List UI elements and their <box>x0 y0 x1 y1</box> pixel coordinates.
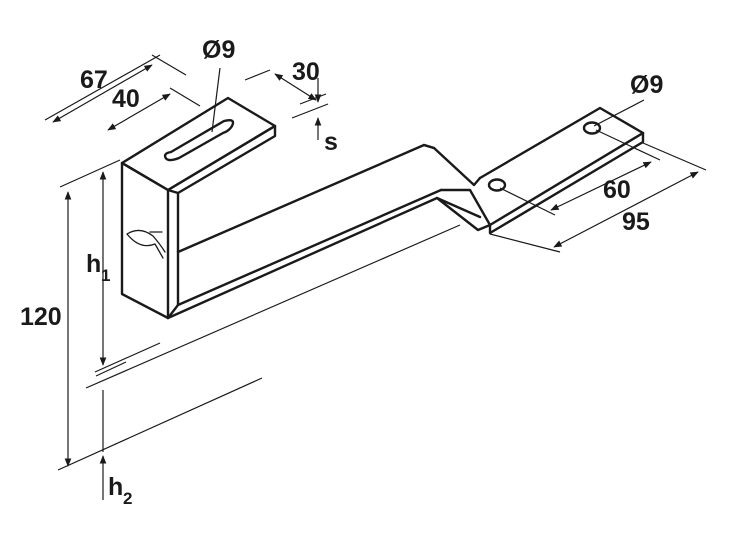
dim-h1-label: h 1 <box>86 250 110 285</box>
vertical-block-side <box>120 161 170 320</box>
roof-hook-part <box>120 96 645 320</box>
h2-base-text: h <box>108 473 123 501</box>
dim-h2-label: h 2 <box>108 473 132 508</box>
h1-sub-text: 1 <box>101 266 110 285</box>
dim-120-label: 120 <box>20 303 62 331</box>
dim-30-label: 30 <box>292 58 320 86</box>
dim-slot-diameter-label: Ø9 <box>202 36 235 64</box>
dim-95-label: 95 <box>622 208 650 236</box>
h2-sub-text: 2 <box>123 489 132 508</box>
foot-plate <box>478 106 645 227</box>
dim-thickness-label: s <box>324 128 338 156</box>
slot-hole <box>163 118 235 162</box>
dimension-labels: 67 40 Ø9 30 s Ø9 60 95 120 h 1 h 2 <box>20 36 663 508</box>
dim-hole-diameter-label: Ø9 <box>630 71 663 99</box>
foot-hole-lower <box>487 178 507 192</box>
h1-base-text: h <box>86 250 101 278</box>
fish-logo-icon <box>126 229 166 259</box>
hook-arm-bottom <box>166 196 482 320</box>
dim-67-label: 67 <box>80 66 108 94</box>
vertical-block-front <box>166 188 180 320</box>
dim-60-label: 60 <box>603 176 631 204</box>
dimension-lines <box>44 54 707 500</box>
top-plate-edge <box>166 124 277 195</box>
hook-arm-inner <box>176 188 443 307</box>
dim-40-label: 40 <box>112 85 140 113</box>
foot-hole-upper <box>582 121 602 135</box>
